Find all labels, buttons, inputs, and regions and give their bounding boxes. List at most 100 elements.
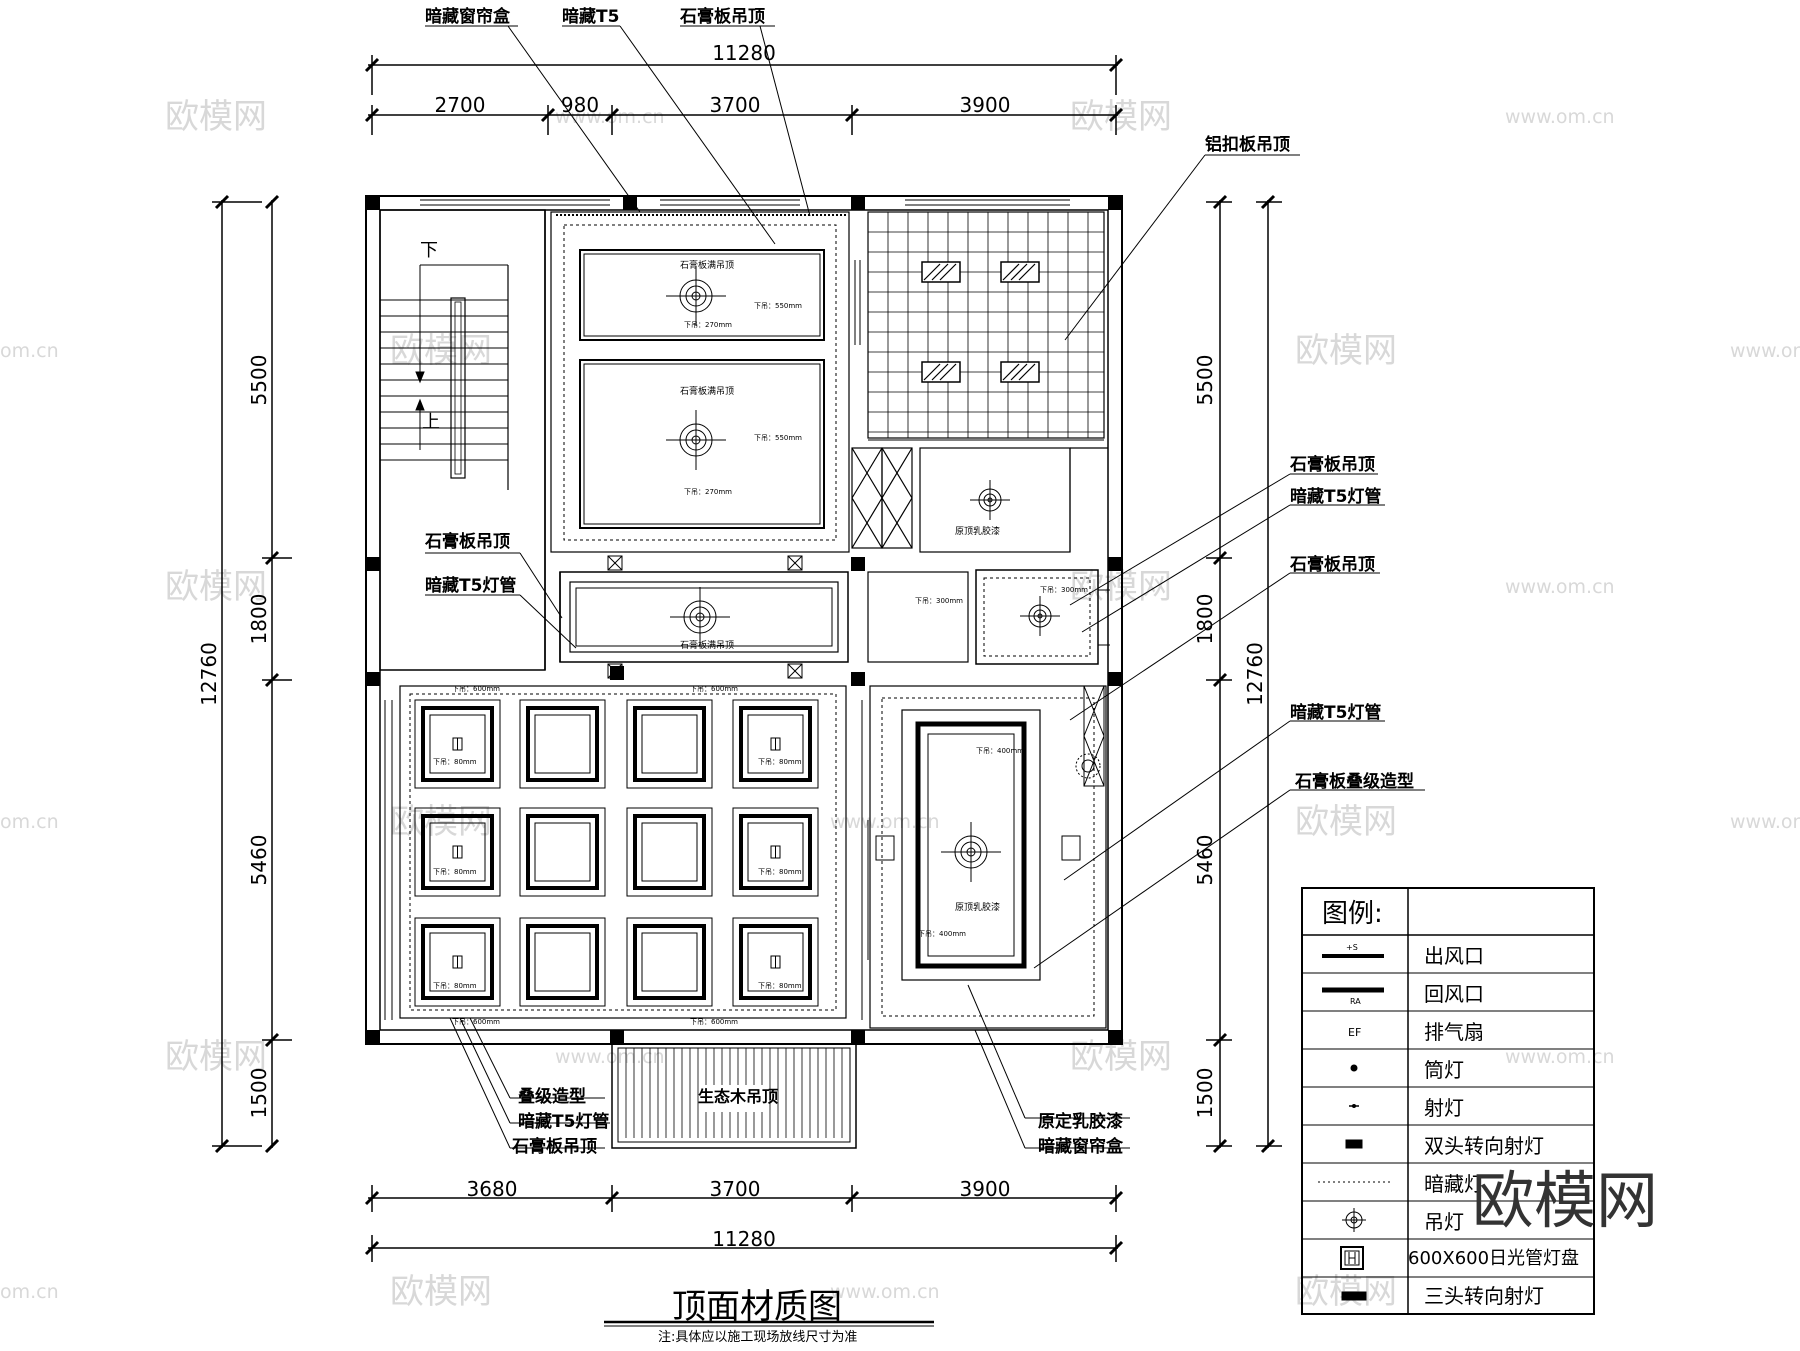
- legend-label: 筒灯: [1424, 1058, 1464, 1082]
- deck-label: 生态木吊顶: [698, 1087, 778, 1106]
- level-600: 下吊：600mm: [690, 1018, 738, 1026]
- level-80: 下吊：80mm: [433, 982, 477, 990]
- plan-labels: 石膏板满吊顶 石膏板满吊顶 石膏板满吊顶 下吊：550mm 下吊：270mm 下…: [420, 240, 1088, 1106]
- watermark-url: www.om.cn: [1730, 340, 1800, 362]
- watermark: 欧模网: [165, 97, 267, 137]
- callout-right-4: 石膏板吊顶: [1289, 554, 1375, 575]
- spotlight-icon: [1349, 1104, 1359, 1108]
- watermark: 欧模网: [390, 1272, 492, 1312]
- watermark-url: om.cn: [0, 340, 59, 362]
- pendant-icon: [670, 587, 730, 647]
- level-80: 下吊：80mm: [433, 868, 477, 876]
- stair-treads: [380, 299, 508, 461]
- watermark: 欧模网: [165, 567, 267, 607]
- svg-text:RA: RA: [1350, 997, 1361, 1006]
- grid-light-panels: [921, 261, 1040, 383]
- dim-right-1: 5500: [1193, 355, 1217, 406]
- dim-left-4: 1500: [247, 1068, 271, 1119]
- exhaust-fan-icon: EF: [1348, 1026, 1361, 1039]
- legend-label: 射灯: [1424, 1096, 1464, 1120]
- level-550: 下吊：550mm: [754, 434, 802, 442]
- paint-small-label: 原顶乳胶漆: [955, 525, 1000, 537]
- legend-symbols: +S RA EF: [1318, 943, 1392, 1301]
- watermarks: 欧模网 www.om.cn 欧模网 www.om.cn om.cn 欧模网 欧模…: [0, 97, 1800, 1312]
- fan-icon: [1075, 753, 1101, 779]
- dim-left-3: 5460: [247, 835, 271, 886]
- level-270: 下吊：270mm: [684, 321, 732, 329]
- dim-bottom-3: 3900: [960, 1177, 1011, 1201]
- dim-right-3: 5460: [1193, 835, 1217, 886]
- watermark-url: www.om.cn: [1730, 811, 1800, 833]
- level-80: 下吊：80mm: [758, 758, 802, 766]
- level-400: 下吊：400mm: [918, 930, 966, 938]
- paint-large-label: 原顶乳胶漆: [955, 901, 1000, 913]
- right-dimensions: [1206, 194, 1282, 1154]
- return-vent-icon: RA: [1322, 987, 1384, 1006]
- callout-top-3: 石膏板吊顶: [679, 6, 765, 27]
- legend-label: 排气扇: [1424, 1020, 1484, 1044]
- callout-right-2: 石膏板吊顶: [1289, 454, 1375, 475]
- dim-bottom-2: 3700: [710, 1177, 761, 1201]
- pendant-lights: [666, 266, 1101, 882]
- watermark: 欧模网: [390, 331, 492, 371]
- stair-up-label: 上: [422, 412, 440, 433]
- drawing-title: 顶面材质图: [672, 1287, 842, 1327]
- dim-bottom-total: 11280: [712, 1227, 776, 1251]
- watermark-url: www.om.cn: [830, 1281, 940, 1303]
- callout-right-1: 铝扣板吊顶: [1205, 134, 1290, 155]
- legend-label: 吊灯: [1424, 1210, 1464, 1234]
- callout-br-1: 原定乳胶漆: [1038, 1111, 1123, 1132]
- gypsum-strip-label: 石膏板满吊顶: [680, 639, 734, 651]
- level-80: 下吊：80mm: [758, 982, 802, 990]
- double-spot-icon: [1345, 1139, 1363, 1149]
- stair-down-label: 下: [420, 240, 438, 261]
- level-300: 下吊：300mm: [915, 597, 963, 605]
- legend-label: 三头转向射灯: [1424, 1284, 1544, 1308]
- cabinet-boxes: [851, 447, 913, 549]
- legend-title: 图例:: [1322, 899, 1383, 929]
- legend-label: 暗藏灯: [1424, 1172, 1484, 1196]
- svg-text:EF: EF: [1348, 1026, 1361, 1039]
- legend-label: 回风口: [1424, 982, 1484, 1006]
- watermark: 欧模网: [165, 1037, 267, 1077]
- callout-bl-1: 叠级造型: [518, 1086, 586, 1107]
- pendant-icon: [941, 822, 1001, 882]
- dim-top-1: 2700: [435, 93, 486, 117]
- watermark-url: om.cn: [0, 1281, 59, 1303]
- aluminum-grid: [868, 212, 1104, 438]
- pendant-icon: [666, 266, 726, 326]
- dim-right-4: 1500: [1193, 1068, 1217, 1119]
- dim-left-1: 5500: [247, 355, 271, 406]
- pendant-icon: [666, 410, 726, 470]
- panel-light-symbols: [452, 737, 781, 969]
- dim-bottom-1: 3680: [467, 1177, 518, 1201]
- dim-top-total: 11280: [712, 41, 776, 65]
- leader-lines: [425, 25, 1425, 1149]
- top-dimensions: [364, 55, 1124, 135]
- wood-slats: [625, 1048, 843, 1138]
- pendant-icon: [1342, 1208, 1366, 1232]
- watermark-url: www.om.cn: [1505, 576, 1615, 598]
- level-80: 下吊：80mm: [433, 758, 477, 766]
- dim-left-2: 1800: [247, 594, 271, 645]
- level-270: 下吊：270mm: [684, 488, 732, 496]
- brand-watermark: 欧模网: [1472, 1164, 1658, 1237]
- level-600: 下吊：600mm: [690, 685, 738, 693]
- callout-right-6: 石膏板叠级造型: [1294, 771, 1414, 792]
- legend-label: 双头转向射灯: [1424, 1134, 1544, 1158]
- watermark: 欧模网: [1295, 802, 1397, 842]
- coffer-panels: [414, 699, 819, 1007]
- left-dimensions: [212, 194, 292, 1154]
- dim-right-2: 1800: [1193, 594, 1217, 645]
- level-600: 下吊：600mm: [452, 685, 500, 693]
- gypsum-mid-label: 石膏板满吊顶: [680, 385, 734, 397]
- watermark-url: www.om.cn: [555, 1046, 665, 1068]
- callout-left-2: 暗藏T5灯管: [425, 575, 516, 596]
- level-600: 下吊：600mm: [452, 1018, 500, 1026]
- callout-top-1: 暗藏窗帘盒: [425, 6, 511, 27]
- dim-right-total: 12760: [1243, 642, 1267, 706]
- watermark-url: www.om.cn: [1505, 106, 1615, 128]
- callout-left-1: 石膏板吊顶: [424, 531, 510, 552]
